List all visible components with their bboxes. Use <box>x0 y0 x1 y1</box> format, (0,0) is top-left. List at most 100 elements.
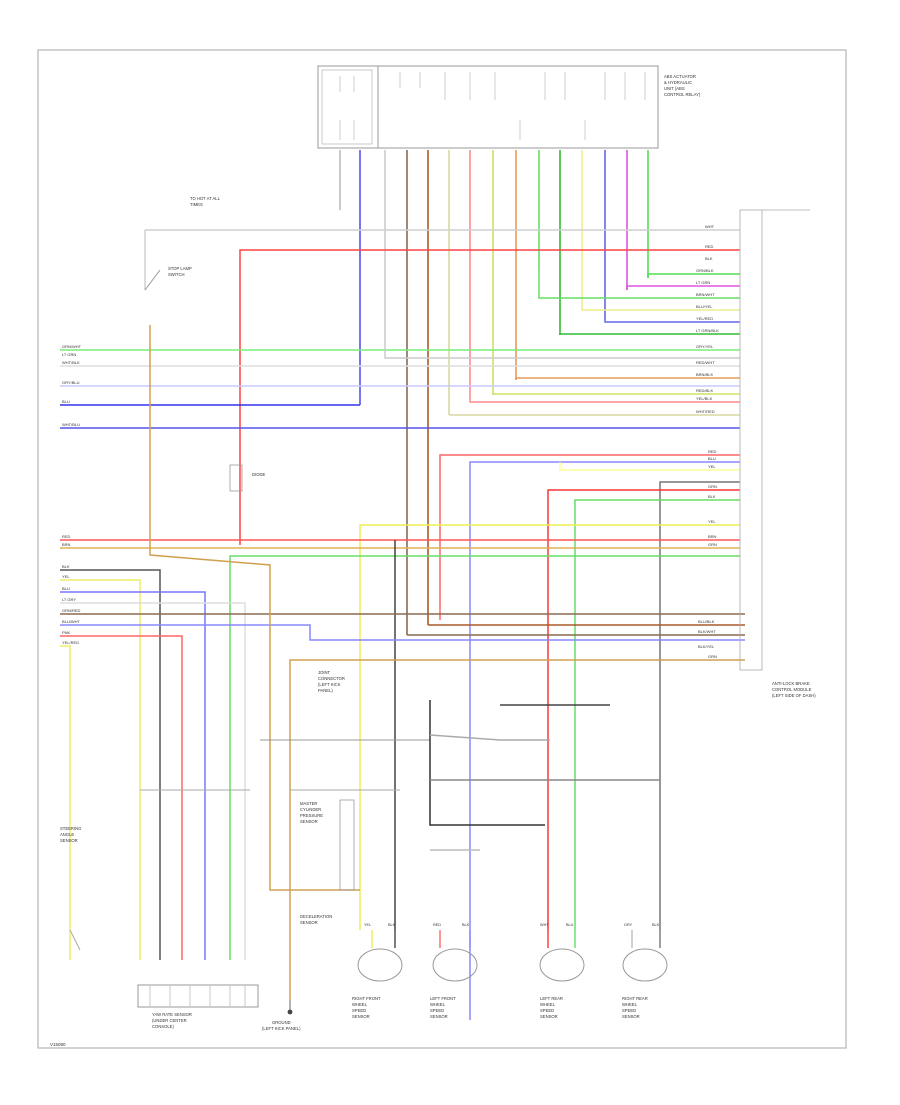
wire-label: LT GRN/BLK <box>696 328 719 333</box>
rr-label-2: WHEEL <box>622 1002 638 1007</box>
pressure-sensor: MASTER CYLINDER PRESSURE SENSOR DECELERA… <box>300 799 355 925</box>
decel-label-2: SENSOR <box>300 920 318 925</box>
right-harness <box>60 229 740 1020</box>
fuse-note-2: TIMES <box>190 202 203 207</box>
wire-label: BRN/WHT <box>696 292 715 297</box>
wire-label: GRN/RED <box>62 608 81 613</box>
rr-label-4: SENSOR <box>622 1014 640 1019</box>
module-label-1: ANTI-LOCK BRAKE <box>772 681 810 686</box>
wire-label: LT GRY <box>62 597 76 602</box>
module-label-2: CONTROL MODULE <box>772 687 812 692</box>
lower-left-harness <box>60 325 745 1000</box>
page-id: V15090 <box>50 1042 66 1047</box>
rr-label-1: RIGHT REAR <box>622 996 648 1001</box>
wire-label: GRN/WHT <box>62 344 82 349</box>
wire-label: GRN <box>708 542 717 547</box>
splice-label-1: JOINT <box>318 670 331 675</box>
splice-label-2: CONNECTOR <box>318 676 345 681</box>
wire-label: WHT/BLK <box>62 360 80 365</box>
abs-actuator-box: ABS ACTUATOR & HYDRAULIC UNIT (ABS CONTR… <box>317 65 701 149</box>
abs-relay-label-3: UNIT (ABS <box>664 86 685 91</box>
pressure-label-2: CYLINDER <box>300 807 321 812</box>
wire-label: BLK/YEL <box>698 644 715 649</box>
actuator-wires <box>339 150 649 635</box>
wire-label: BLU/WHT <box>62 619 81 624</box>
wire-label: YEL <box>62 574 70 579</box>
diode: DIODE <box>229 464 265 492</box>
wire-label: PNK <box>62 630 71 635</box>
lr-label-2: WHEEL <box>540 1002 556 1007</box>
ground-point: GROUND (LEFT KICK PANEL) <box>262 1000 301 1031</box>
diode-label: DIODE <box>252 472 265 477</box>
fuse-note-1: TO HOT AT ALL <box>190 196 221 201</box>
wire-label: BLU <box>62 586 70 591</box>
lf-label-3: SPEED <box>430 1008 444 1013</box>
abs-relay-label-4: CONTROL RELAY) <box>664 92 701 97</box>
pressure-label-1: MASTER <box>300 801 317 806</box>
lf-wheel-sensor: LEFT FRONT WHEEL SPEED SENSOR <box>430 948 478 1019</box>
wire-label: YEL <box>364 923 371 927</box>
lf-label-2: WHEEL <box>430 1002 446 1007</box>
wire-label: RED <box>433 923 441 927</box>
rf-label-2: WHEEL <box>352 1002 368 1007</box>
wire-label: BLK <box>62 564 70 569</box>
rr-label-3: SPEED <box>622 1008 636 1013</box>
lr-label-1: LEFT REAR <box>540 996 563 1001</box>
wire-label: YEL/BLK <box>696 396 713 401</box>
wheel-sensor-wires <box>371 930 661 948</box>
right-wire-labels: WHT RED BLK GRN/BLK LT GRN BRN/WHT BLU/Y… <box>696 224 719 659</box>
wire-label: BLK <box>705 256 713 261</box>
abs-relay-label-2: & HYDRAULIC <box>664 80 692 85</box>
stoplamp-label-2: SWITCH <box>168 272 185 277</box>
wire-label: GRN/BLK <box>696 268 714 273</box>
wire-label: RED <box>705 244 714 249</box>
wire-label: WHT/BLU <box>62 422 80 427</box>
wire-label: GRN <box>708 484 717 489</box>
sensor-signal-wires <box>429 700 660 851</box>
wire-label: GRY <box>624 923 633 927</box>
wire-label: WHT/RED <box>696 409 715 414</box>
yaw-label-2: (UNDER CENTER <box>152 1018 187 1023</box>
lr-label-3: SPEED <box>540 1008 554 1013</box>
wire-label: LT GRN <box>62 352 76 357</box>
rf-label-4: SENSOR <box>352 1014 370 1019</box>
yaw-label-1: YAW RATE SENSOR <box>152 1012 192 1017</box>
abs-relay-label-1: ABS ACTUATOR <box>664 74 696 79</box>
steering-label-3: SENSOR <box>60 838 78 843</box>
lr-label-4: SENSOR <box>540 1014 558 1019</box>
wire-label: YEL <box>708 464 716 469</box>
stoplamp-label-1: STOP LAMP <box>168 266 192 271</box>
stoplamp-switch: TO HOT AT ALL TIMES STOP LAMP SWITCH <box>144 196 221 291</box>
wire-label: GRN <box>708 654 717 659</box>
wire-label: GRY/BLU <box>62 380 80 385</box>
wire-label: BLK/WHT <box>698 629 716 634</box>
steering-angle-sensor: STEERING ANGLE SENSOR <box>60 826 81 951</box>
module-label-3: (LEFT SIDE OF DASH) <box>772 693 816 698</box>
rf-wheel-sensor: RIGHT FRONT WHEEL SPEED SENSOR <box>352 948 403 1019</box>
ground-label-2: (LEFT KICK PANEL) <box>262 1026 301 1031</box>
splice-label-4: PANEL) <box>318 688 333 693</box>
pressure-label-4: SENSOR <box>300 819 318 824</box>
steering-label-1: STEERING <box>60 826 81 831</box>
wire-label: BLU/BLK <box>698 619 715 624</box>
wire-label: BRN/BLK <box>696 372 713 377</box>
wire-label: RED/BLK <box>696 388 713 393</box>
wire-label: BLU/YEL <box>696 304 713 309</box>
wire-label: BRN <box>62 542 71 547</box>
rr-wheel-sensor: RIGHT REAR WHEEL SPEED SENSOR <box>622 948 668 1019</box>
rf-label-1: RIGHT FRONT <box>352 996 381 1001</box>
wire-label: YEL/RED <box>62 640 79 645</box>
wire-label: BRN <box>708 534 717 539</box>
control-module-connector: ANTI-LOCK BRAKE CONTROL MODULE (LEFT SID… <box>739 209 816 698</box>
wire-label: BLK <box>388 923 396 927</box>
splice-label-3: (LEFT KICK <box>318 682 341 687</box>
lf-label-4: SENSOR <box>430 1014 448 1019</box>
ground-label-1: GROUND <box>272 1020 291 1025</box>
wire-label: RED/WHT <box>696 360 715 365</box>
wire-label: BLU <box>566 923 574 927</box>
wire-label: BLU <box>708 456 716 461</box>
steering-label-2: ANGLE <box>60 832 74 837</box>
wire-label: RED <box>708 449 717 454</box>
